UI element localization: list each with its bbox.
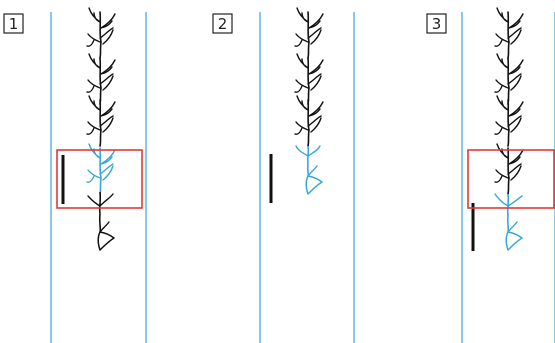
plant-lower-part: [87, 191, 115, 251]
panel-number-box: 2: [212, 13, 233, 34]
selection-box: [56, 149, 143, 209]
panel-1: 1: [3, 7, 147, 343]
selection-box: [467, 149, 555, 209]
panel-number: 1: [9, 15, 19, 33]
panel-3: 3: [426, 7, 555, 343]
panel-number-box: 1: [3, 13, 24, 34]
panel-number: 2: [218, 15, 228, 33]
plant-highlighted-tip: [295, 145, 323, 195]
plant-highlighted-tip: [494, 193, 523, 251]
panel-number-box: 3: [426, 13, 447, 34]
panel-number: 3: [432, 15, 442, 33]
panel-2: 2: [212, 7, 355, 343]
plant-figure: [494, 7, 524, 195]
plant-figure: [86, 7, 116, 147]
plant-highlighted-segment: [86, 143, 116, 195]
plant-figure: [294, 7, 324, 147]
